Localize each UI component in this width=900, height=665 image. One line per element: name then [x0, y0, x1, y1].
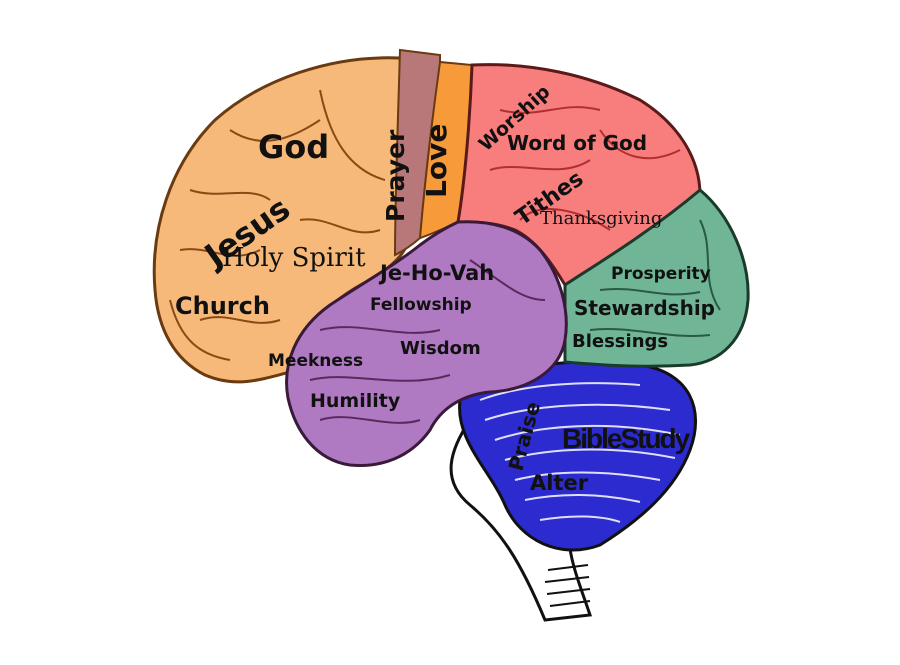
label-blessings: Blessings	[572, 331, 668, 352]
occipital-lobe-region	[563, 188, 750, 368]
label-god: God	[258, 128, 329, 166]
label-church: Church	[175, 292, 270, 320]
label-bible-study: BibleStudy	[562, 423, 691, 454]
temporal-lobe-region	[285, 220, 568, 468]
label-prosperity: Prosperity	[611, 264, 711, 284]
frontal-gyri	[169, 89, 386, 361]
label-alter: Alter	[530, 471, 589, 495]
brain-stem-ridges	[544, 564, 591, 607]
label-wisdom: Wisdom	[400, 338, 481, 359]
cerebellum-folds	[479, 382, 681, 523]
label-stewardship: Stewardship	[574, 296, 715, 320]
label-holy-spirit: Holy Spirit	[222, 243, 366, 273]
label-love: Love	[420, 124, 453, 198]
parietal-gyri	[489, 106, 681, 231]
temporal-gyri	[309, 259, 546, 424]
occipital-gyri	[589, 219, 721, 338]
label-thanksgiving: Thanksgiving	[540, 208, 662, 229]
label-meekness: Meekness	[268, 351, 363, 371]
label-fellowship: Fellowship	[370, 295, 472, 315]
label-je-ho-vah: Je-Ho-Vah	[378, 261, 494, 285]
label-prayer: Prayer	[381, 129, 410, 222]
label-word-of-god: Word of God	[507, 131, 647, 155]
label-humility: Humility	[310, 390, 401, 412]
